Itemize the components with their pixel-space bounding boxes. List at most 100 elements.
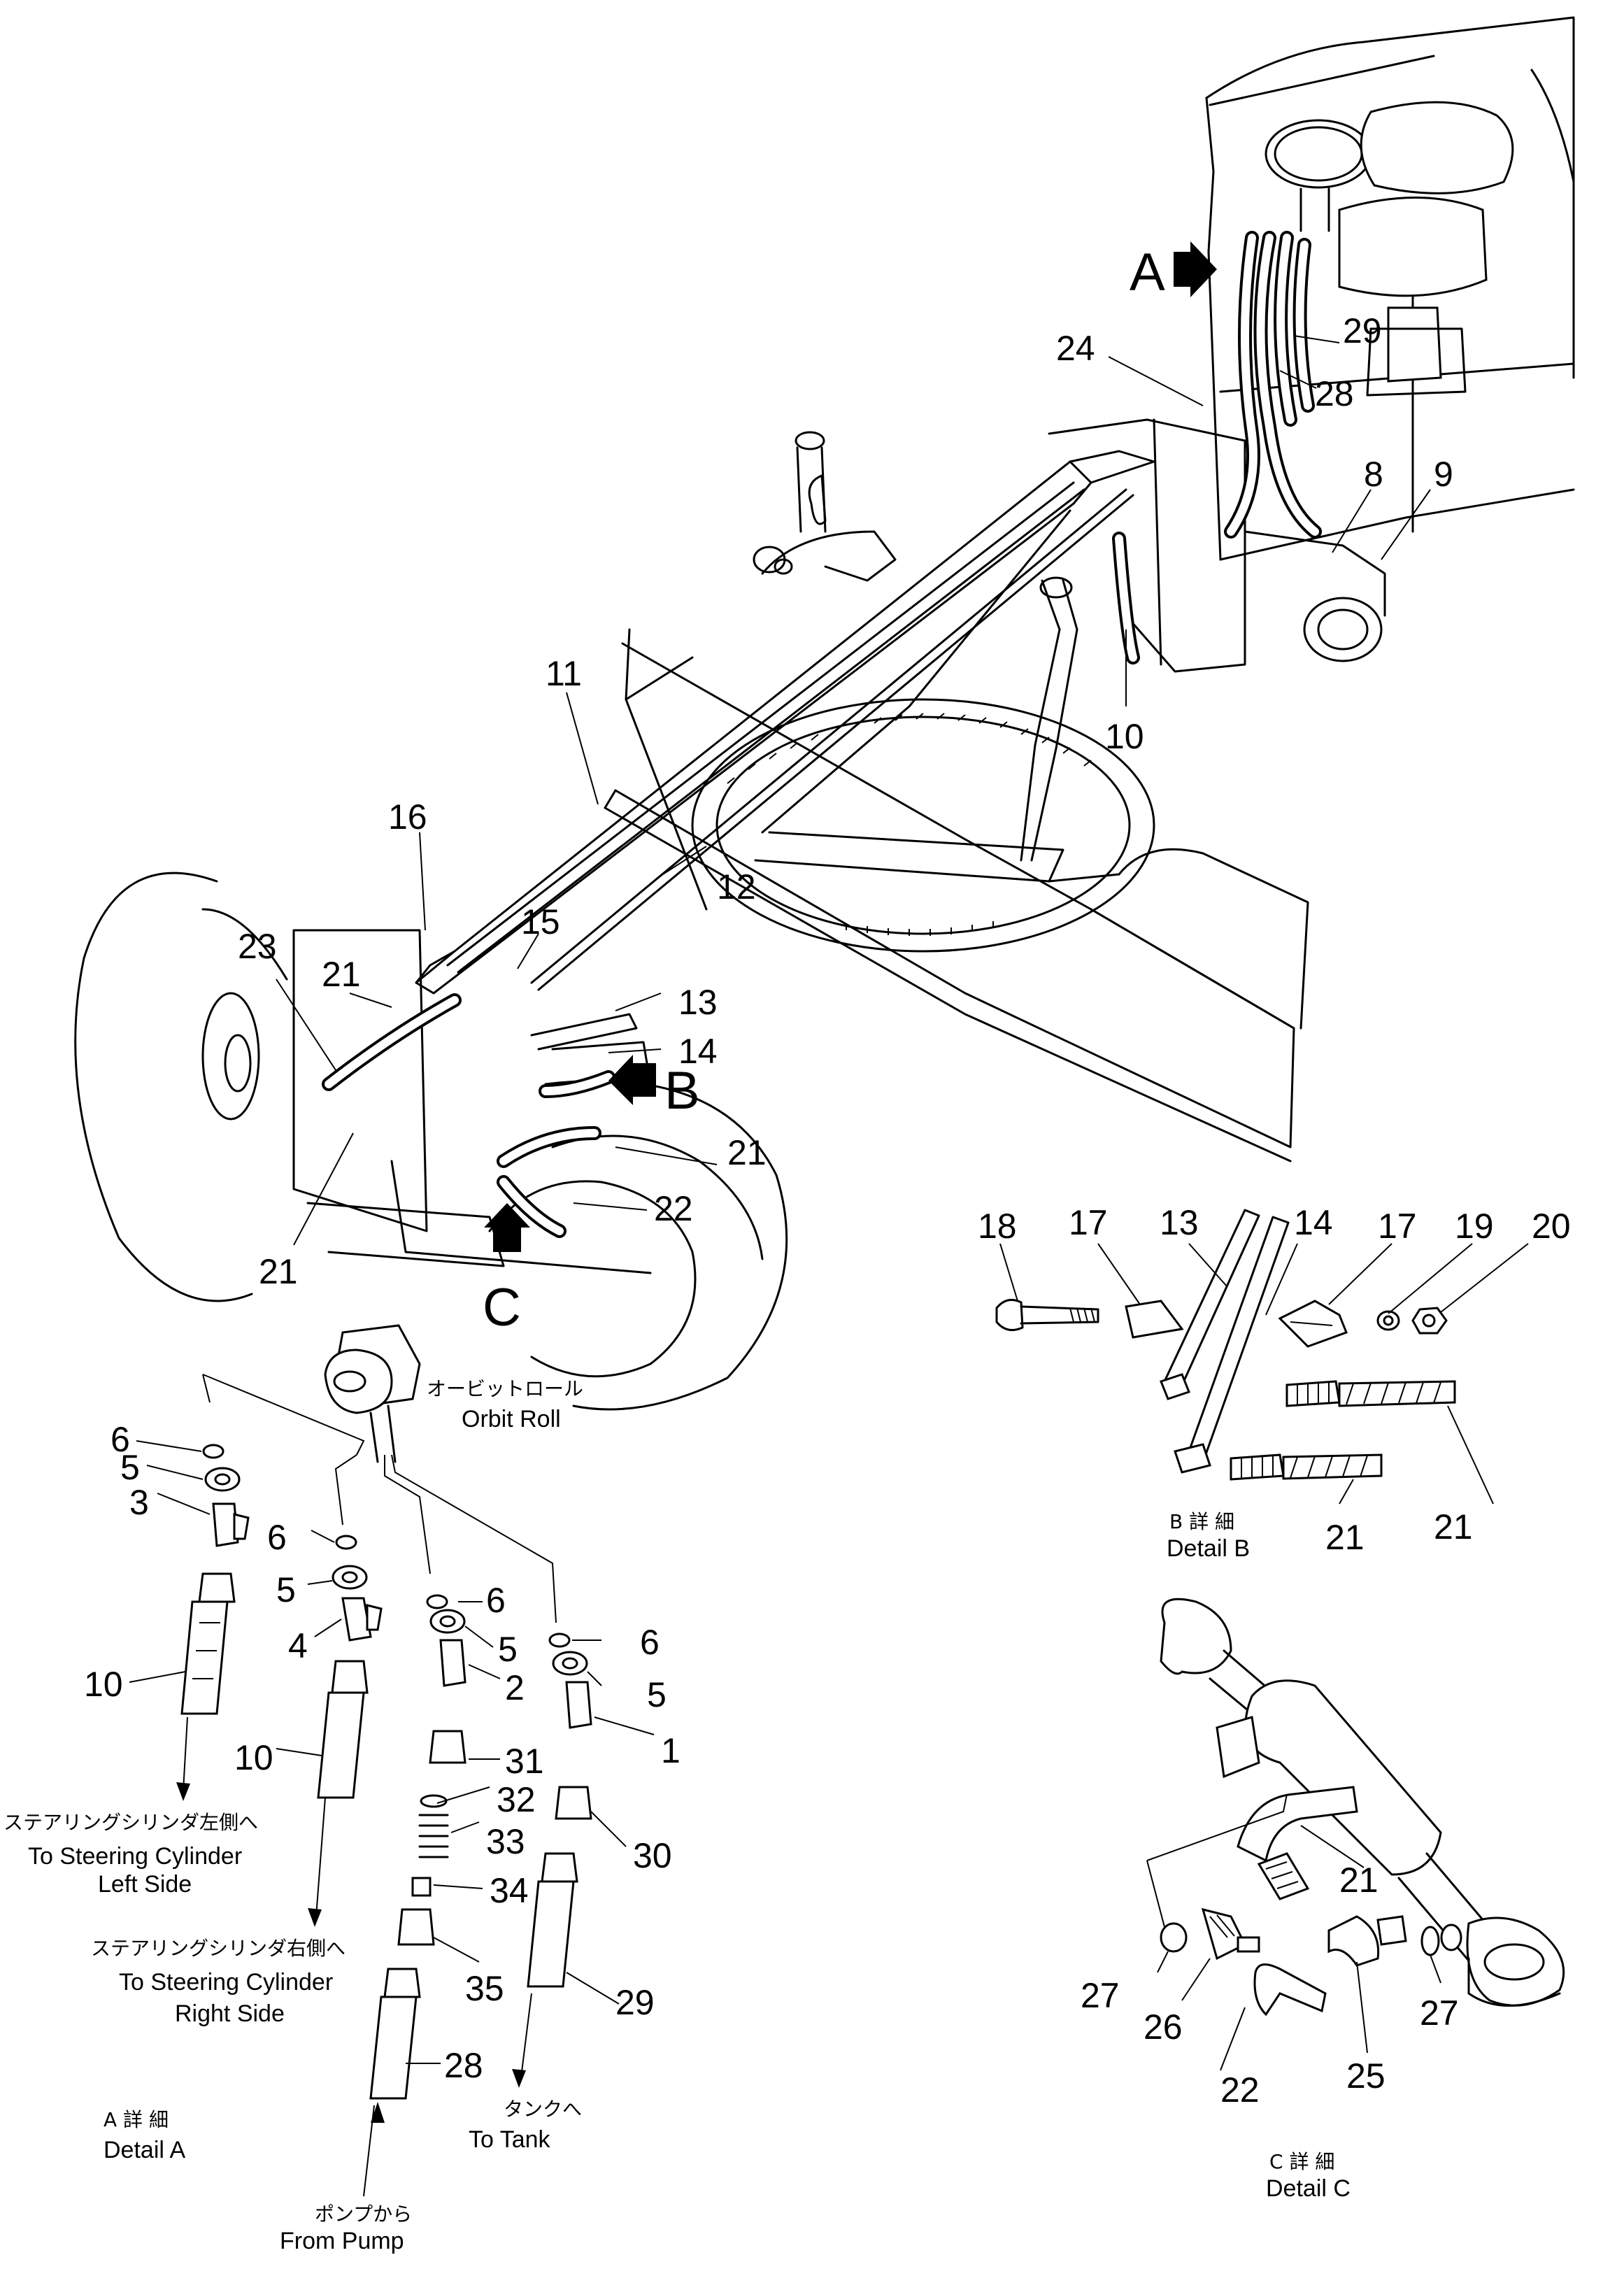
- detail-c: 21 27 26 22 25 27 C 詳 細 Detail C: [1081, 1598, 1565, 2202]
- arrow-c: [484, 1203, 530, 1252]
- callout-6-d: 6: [640, 1623, 660, 1662]
- callout-6-b: 6: [267, 1518, 287, 1557]
- steering-hoses: [1112, 231, 1322, 664]
- callout-9: 9: [1434, 455, 1453, 494]
- to-left-en1: To Steering Cylinder: [28, 1843, 242, 1870]
- front-axle-and-tires: [74, 872, 788, 1411]
- callout-32: 32: [497, 1780, 536, 1819]
- callout-24: 24: [1056, 329, 1095, 368]
- callout-4: 4: [288, 1626, 308, 1665]
- arrow-a-label: A: [1130, 243, 1165, 302]
- main-callouts: 29 24 28 8 9 10 11 16 12 15 23 21 13 14 …: [238, 311, 1453, 1291]
- callout-29-a: 29: [615, 1983, 655, 2022]
- callout-21-b2: 21: [1325, 1518, 1365, 1557]
- to-right-jp: ステアリングシリンダ右側へ: [91, 1937, 346, 1960]
- callout-21-upper: 21: [322, 955, 361, 994]
- to-tank-en: To Tank: [469, 2126, 551, 2153]
- detail-c-callouts: 21 27 26 22 25 27 C 詳 細 Detail C: [1081, 1861, 1459, 2202]
- callout-27-right: 27: [1420, 1993, 1459, 2033]
- callout-21-c: 21: [1339, 1861, 1379, 1900]
- detail-b-caption-jp: B 詳 細: [1169, 1510, 1234, 1533]
- callout-19: 19: [1455, 1207, 1494, 1246]
- callout-21-right: 21: [727, 1133, 767, 1172]
- callout-17-right: 17: [1378, 1207, 1417, 1246]
- callout-5-b: 5: [276, 1570, 296, 1609]
- callout-13: 13: [678, 983, 718, 1022]
- detail-b-callouts: 18 17 13 14 17 19 20 21 21 B 詳 細 Detail …: [978, 1203, 1571, 1562]
- callout-35: 35: [465, 1969, 504, 2008]
- callout-21-b1: 21: [1434, 1507, 1473, 1546]
- to-left-en2: Left Side: [98, 1871, 192, 1898]
- callout-13-b: 13: [1160, 1203, 1199, 1242]
- moldboard-blade: [604, 642, 1309, 1162]
- fitting-column-2: [308, 1535, 383, 1927]
- arrow-c-label: C: [483, 1278, 521, 1337]
- callout-27-left: 27: [1081, 1976, 1120, 2015]
- detail-a-leader-lines: [129, 1440, 655, 2064]
- callout-5-a: 5: [120, 1448, 140, 1487]
- detail-a-explosion-lines: [202, 1374, 557, 1623]
- orbit-roll-en: Orbit Roll: [462, 1406, 561, 1432]
- detail-c-fittings: [1160, 1786, 1462, 2017]
- arrow-b-label: B: [664, 1061, 700, 1121]
- detail-c-caption-en: Detail C: [1266, 2175, 1351, 2202]
- callout-22: 22: [654, 1189, 693, 1228]
- callout-18: 18: [978, 1207, 1017, 1246]
- orbit-roll: オービットロール Orbit Roll: [324, 1324, 583, 1463]
- arrow-b: [608, 1055, 656, 1105]
- callout-28: 28: [1315, 374, 1354, 413]
- operator-seat: [1338, 101, 1514, 397]
- callout-25: 25: [1346, 2056, 1386, 2096]
- drawbar-and-lift-cylinders: [753, 431, 1120, 883]
- steering-cylinder: [1160, 1598, 1565, 2007]
- callout-30: 30: [633, 1836, 672, 1875]
- detail-b-parts: [995, 1209, 1456, 1481]
- callout-16: 16: [388, 797, 427, 837]
- detail-a-notes: ステアリングシリンダ左側へ To Steering Cylinder Left …: [3, 1811, 582, 2254]
- arrow-a: [1174, 241, 1217, 297]
- fitting-column-4: [512, 1633, 592, 2088]
- callout-34: 34: [490, 1871, 529, 1910]
- callout-29: 29: [1343, 311, 1382, 350]
- callout-17-left: 17: [1069, 1203, 1108, 1242]
- grader-main-view: A B C 29 24 28: [74, 16, 1575, 1411]
- from-pump-jp: ポンプから: [315, 2203, 412, 2226]
- callout-22-c: 22: [1220, 2070, 1260, 2110]
- callout-10: 10: [1105, 717, 1144, 756]
- view-arrows: A B C: [483, 241, 1217, 1337]
- callout-10-b: 10: [234, 1738, 273, 1777]
- to-right-en2: Right Side: [175, 2000, 285, 2027]
- detail-c-leader-lines: [1146, 1793, 1441, 2071]
- orbit-roll-jp: オービットロール: [427, 1377, 583, 1400]
- detail-a: オービットロール Orbit Roll: [3, 1324, 681, 2254]
- main-leader-lines: [276, 335, 1431, 1246]
- callout-2: 2: [505, 1668, 525, 1707]
- circle-gear-ring: [691, 698, 1155, 953]
- callout-5-c: 5: [498, 1630, 518, 1669]
- callout-10-a: 10: [84, 1665, 123, 1704]
- callout-14: 14: [678, 1032, 718, 1071]
- rear-housing: [774, 418, 1386, 673]
- axle-hoses: [322, 993, 648, 1238]
- callout-28-a: 28: [444, 2046, 483, 2085]
- callout-5-d: 5: [647, 1675, 667, 1714]
- callout-6-a: 6: [111, 1420, 130, 1459]
- detail-b-leader-lines: [999, 1243, 1529, 1505]
- callout-1: 1: [661, 1731, 681, 1770]
- to-left-jp: ステアリングシリンダ左側へ: [3, 1811, 258, 1834]
- callout-8: 8: [1364, 455, 1383, 494]
- callout-20: 20: [1532, 1207, 1571, 1246]
- callout-21-lower: 21: [259, 1252, 298, 1291]
- callout-3: 3: [129, 1483, 149, 1522]
- fitting-column-1: [176, 1444, 250, 1801]
- to-tank-jp: タンクへ: [504, 2098, 582, 2121]
- fitting-column-3: [363, 1594, 466, 2197]
- callout-23: 23: [238, 927, 277, 966]
- detail-b-caption-en: Detail B: [1167, 1535, 1250, 1562]
- detail-a-callouts: 6 5 3 6 5 4 6 5 2 6 5 1 10 10 31 32 30 3…: [84, 1420, 681, 2085]
- callout-33: 33: [486, 1822, 525, 1861]
- callout-11: 11: [546, 654, 582, 693]
- callout-6-c: 6: [486, 1581, 506, 1620]
- from-pump-en: From Pump: [280, 2228, 404, 2254]
